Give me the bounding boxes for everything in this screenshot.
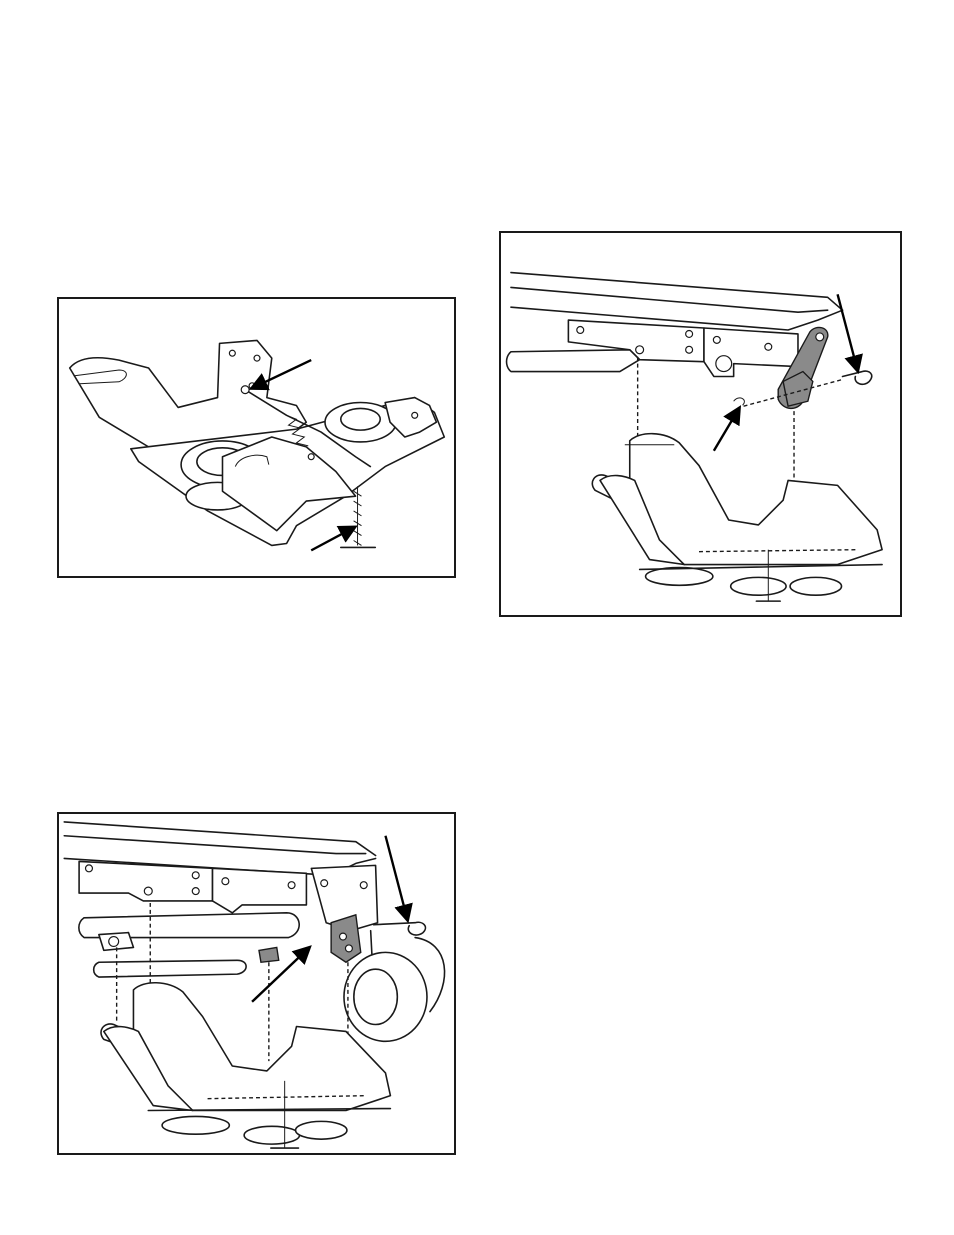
- figure-deck-lift-link: [499, 231, 902, 617]
- deck-mounting-illustration-icon: [59, 814, 454, 1153]
- deck-lift-link-illustration-icon: [501, 233, 900, 615]
- figure-deck-chain: [57, 297, 456, 578]
- deck-chain-illustration-icon: [59, 299, 454, 576]
- figure-deck-mounting: [57, 812, 456, 1155]
